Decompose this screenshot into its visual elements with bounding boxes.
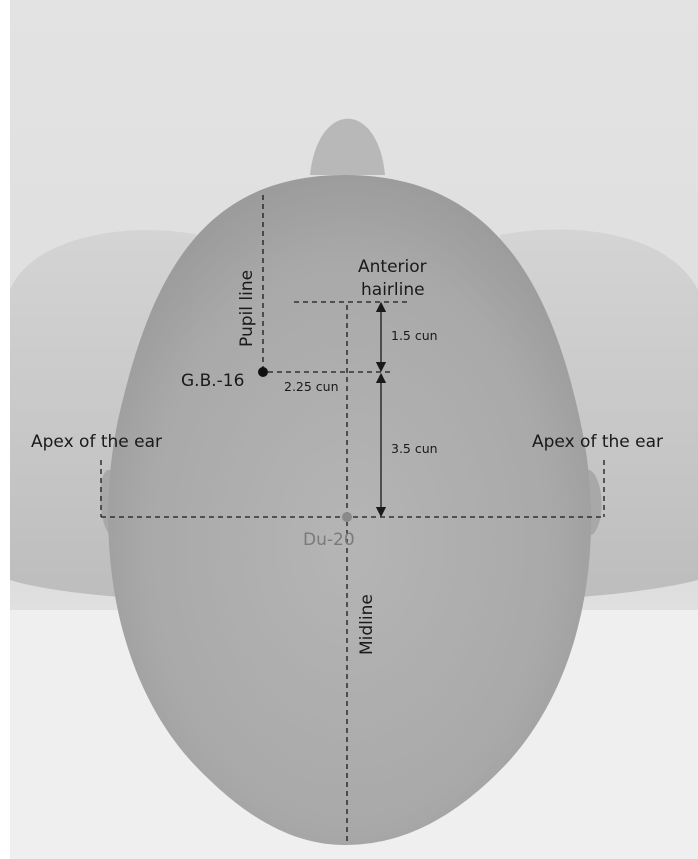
midline-label: Midline	[357, 594, 377, 655]
anterior-hairline-label-1: Anterior	[358, 257, 427, 277]
pupil-line-label: Pupil line	[237, 270, 257, 347]
du20-label: Du-20	[303, 530, 355, 550]
dist-2-25-label: 2.25 cun	[284, 379, 339, 394]
du20-point	[342, 512, 352, 522]
gb16-label: G.B.-16	[181, 371, 244, 391]
apex-left-label: Apex of the ear	[31, 432, 162, 452]
gb16-point	[258, 367, 268, 377]
anterior-hairline-label-2: hairline	[361, 280, 425, 300]
apex-right-label: Apex of the ear	[532, 432, 663, 452]
dist-3-5-label: 3.5 cun	[391, 441, 438, 456]
dist-1-5-label: 1.5 cun	[391, 328, 438, 343]
scalp	[108, 175, 591, 845]
